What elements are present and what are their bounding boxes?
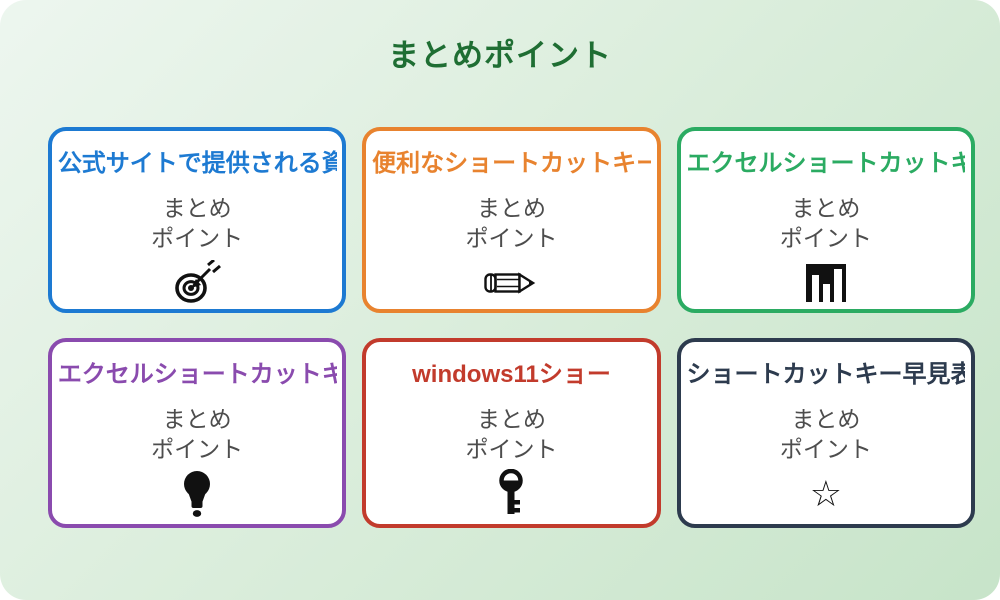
card-title: 便利なショートカットキー [372, 150, 651, 177]
dart-target-icon [171, 258, 223, 308]
body-line: まとめ [162, 406, 232, 432]
cards-grid: 公式サイトで提供される資 まとめ ポイント 便利なショートカットキー [48, 127, 975, 528]
body-line: ポイント [465, 435, 558, 462]
body-line: まとめ [476, 195, 546, 221]
key-icon [497, 468, 525, 519]
card-body-text: まとめ ポイント [151, 194, 243, 254]
star-icon: ☆ [810, 469, 842, 519]
body-line: ポイント [779, 224, 872, 251]
body-line: ポイント [465, 224, 558, 251]
card-body-text: まとめ ポイント [465, 405, 557, 465]
page-title: まとめポイント [388, 38, 612, 73]
card-excel-shortcut-keys-1[interactable]: エクセルショートカットキ まとめ ポイント [676, 127, 975, 313]
card-title: エクセルショートカットキ [57, 361, 337, 388]
card-title: エクセルショートカットキ [686, 150, 966, 177]
card-useful-shortcut-keys[interactable]: 便利なショートカットキー まとめ ポイント [362, 127, 661, 313]
star-glyph: ☆ [809, 472, 842, 514]
card-windows11-shortcuts[interactable]: windows11ショー まとめ ポイント [362, 338, 661, 528]
lightbulb-icon [182, 469, 212, 519]
card-body-text: まとめ ポイント [465, 194, 557, 254]
card-body-text: まとめ ポイント [780, 194, 872, 254]
card-body-text: まとめ ポイント [780, 405, 872, 465]
body-line: まとめ [791, 195, 861, 221]
bar-chart-icon [805, 258, 847, 308]
card-excel-shortcut-keys-2[interactable]: エクセルショートカットキ まとめ ポイント [48, 338, 347, 528]
card-official-site-resources[interactable]: 公式サイトで提供される資 まとめ ポイント [48, 127, 347, 313]
body-line: ポイント [151, 224, 244, 251]
card-title: windows11ショー [412, 361, 611, 388]
body-line: ポイント [151, 435, 244, 462]
body-line: まとめ [162, 195, 232, 221]
pencil-icon [483, 258, 539, 308]
body-line: まとめ [791, 406, 861, 432]
card-title: 公式サイトで提供される資 [57, 150, 337, 177]
body-line: まとめ [476, 406, 546, 432]
card-shortcut-key-cheatsheet[interactable]: ショートカットキー早見表 まとめ ポイント ☆ [676, 338, 975, 528]
body-line: ポイント [779, 435, 872, 462]
card-title: ショートカットキー早見表 [686, 361, 966, 388]
card-body-text: まとめ ポイント [151, 405, 243, 465]
